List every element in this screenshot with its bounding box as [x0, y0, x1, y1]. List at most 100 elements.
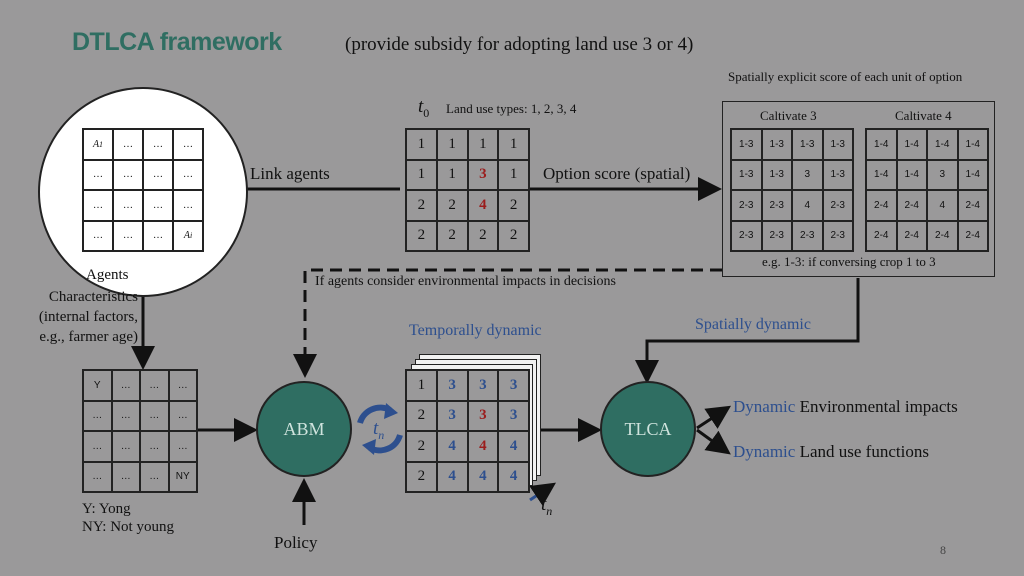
grid-cell: 2-4: [896, 220, 927, 251]
agents-label: Agents: [86, 267, 129, 283]
abm-node: ABM: [256, 381, 352, 477]
grid-cell: 4: [498, 461, 529, 492]
grid-cell: 2-3: [792, 220, 823, 251]
grid-cell: …: [173, 190, 203, 221]
grid-cell: …: [143, 129, 173, 160]
tn-cycle-label: tn: [373, 418, 385, 442]
grid-cell: 4: [927, 190, 958, 221]
grid-cell: 2-3: [731, 220, 762, 251]
grid-cell: …: [113, 220, 143, 251]
grid-cell: 1-3: [761, 129, 792, 160]
policy-label: Policy: [274, 533, 318, 552]
grid-cell: Y: [83, 370, 112, 401]
grid-cell: 1-4: [896, 159, 927, 190]
conversion-note: e.g. 1-3: if conversing crop 1 to 3: [762, 254, 936, 269]
grid-cell: 1: [406, 159, 437, 190]
grid-cell: …: [143, 190, 173, 221]
land-use-types-label: Land use types: 1, 2, 3, 4: [446, 101, 577, 116]
grid-cell: …: [113, 190, 143, 221]
grid-cell: …: [140, 431, 169, 462]
grid-cell: 4: [467, 190, 499, 221]
grid-cell: …: [140, 400, 169, 431]
grid-cell: 2: [467, 220, 499, 251]
grid-cell: …: [140, 461, 169, 492]
grid-cell: 1-3: [761, 159, 792, 190]
grid-cell: 1-4: [927, 129, 958, 160]
dynamic-word: Dynamic: [733, 397, 796, 416]
caltivate4-label: Caltivate 4: [895, 108, 952, 123]
grid-cell: 3: [467, 159, 499, 190]
grid-cell: 1-3: [792, 129, 823, 160]
temporally-dynamic-label: Temporally dynamic: [409, 322, 542, 339]
grid-cell: 2: [436, 190, 468, 221]
grid-cell: 1-3: [822, 129, 853, 160]
grid-cell: …: [168, 431, 197, 462]
grid-cell: 1: [436, 159, 468, 190]
grid-cell: 2-4: [896, 190, 927, 221]
grid-cell: 2-3: [761, 220, 792, 251]
grid-cell: 1-3: [822, 159, 853, 190]
grid-cell: 1-4: [957, 129, 988, 160]
characteristics-line: (internal factors,: [38, 309, 138, 325]
grid-cell: 2: [406, 431, 437, 462]
characteristics-line: e.g., farmer age): [39, 329, 138, 345]
grid-cell: 4: [467, 461, 499, 492]
grid-cell: 3: [467, 370, 499, 401]
grid-cell: 2-3: [822, 190, 853, 221]
grid-cell: …: [83, 220, 113, 251]
output-land-use-functions: Dynamic Land use functions: [733, 442, 929, 462]
grid-cell: …: [111, 461, 140, 492]
grid-cell: 2: [406, 461, 437, 492]
grid-cell: 2: [406, 220, 437, 251]
grid-cell: 4: [436, 431, 468, 462]
grid-cell: NY: [168, 461, 197, 492]
grid-cell: …: [143, 220, 173, 251]
grid-cell: 3: [927, 159, 958, 190]
grid-cell: 2-4: [957, 190, 988, 221]
spatially-dynamic-arrow: [635, 278, 860, 384]
grid-cell: 2: [436, 220, 468, 251]
grid-cell: 1: [406, 129, 437, 160]
young-legend-line: NY: Not young: [82, 519, 174, 535]
link-agents-label: Link agents: [250, 164, 330, 183]
young-legend: Y: Yong NY: Not young: [82, 500, 174, 536]
grid-cell: 2: [498, 190, 529, 221]
grid-cell: 1-4: [896, 129, 927, 160]
characteristics-text: Characteristics (internal factors, e.g.,…: [10, 287, 138, 347]
page-subtitle: (provide subsidy for adopting land use 3…: [345, 34, 694, 55]
spatially-dynamic-label: Spatially dynamic: [695, 316, 811, 333]
grid-cell: …: [173, 159, 203, 190]
grid-cell: …: [111, 370, 140, 401]
grid-cell: 2-4: [957, 220, 988, 251]
env-impacts-note: If agents consider environmental impacts…: [315, 274, 616, 289]
grid-cell: …: [168, 400, 197, 431]
grid-cell: 4: [792, 190, 823, 221]
tn-arrow: [529, 482, 556, 506]
grid-cell: …: [143, 159, 173, 190]
young-grid: Y……………………………………NY: [82, 369, 198, 493]
grid-cell: 1-4: [866, 129, 897, 160]
grid-cell: 1: [436, 129, 468, 160]
grid-cell: …: [168, 370, 197, 401]
grid-cell: …: [113, 159, 143, 190]
output-luf-text: Land use functions: [799, 442, 929, 461]
grid-cell: 1: [467, 129, 499, 160]
grid-cell: 2: [406, 400, 437, 431]
grid-cell: …: [83, 400, 112, 431]
grid-cell: 2-3: [761, 190, 792, 221]
grid-cell: 4: [436, 461, 468, 492]
grid-cell: …: [83, 461, 112, 492]
grid-cell: 3: [498, 370, 529, 401]
page-title: DTLCA framework: [72, 28, 282, 56]
characteristics-line: Characteristics: [48, 289, 138, 305]
output-luf-arrow: [696, 428, 731, 455]
young-legend-line: Y: Yong: [82, 501, 131, 517]
option-score-label: Option score (spatial): [543, 164, 691, 183]
grid-cell: 3: [792, 159, 823, 190]
